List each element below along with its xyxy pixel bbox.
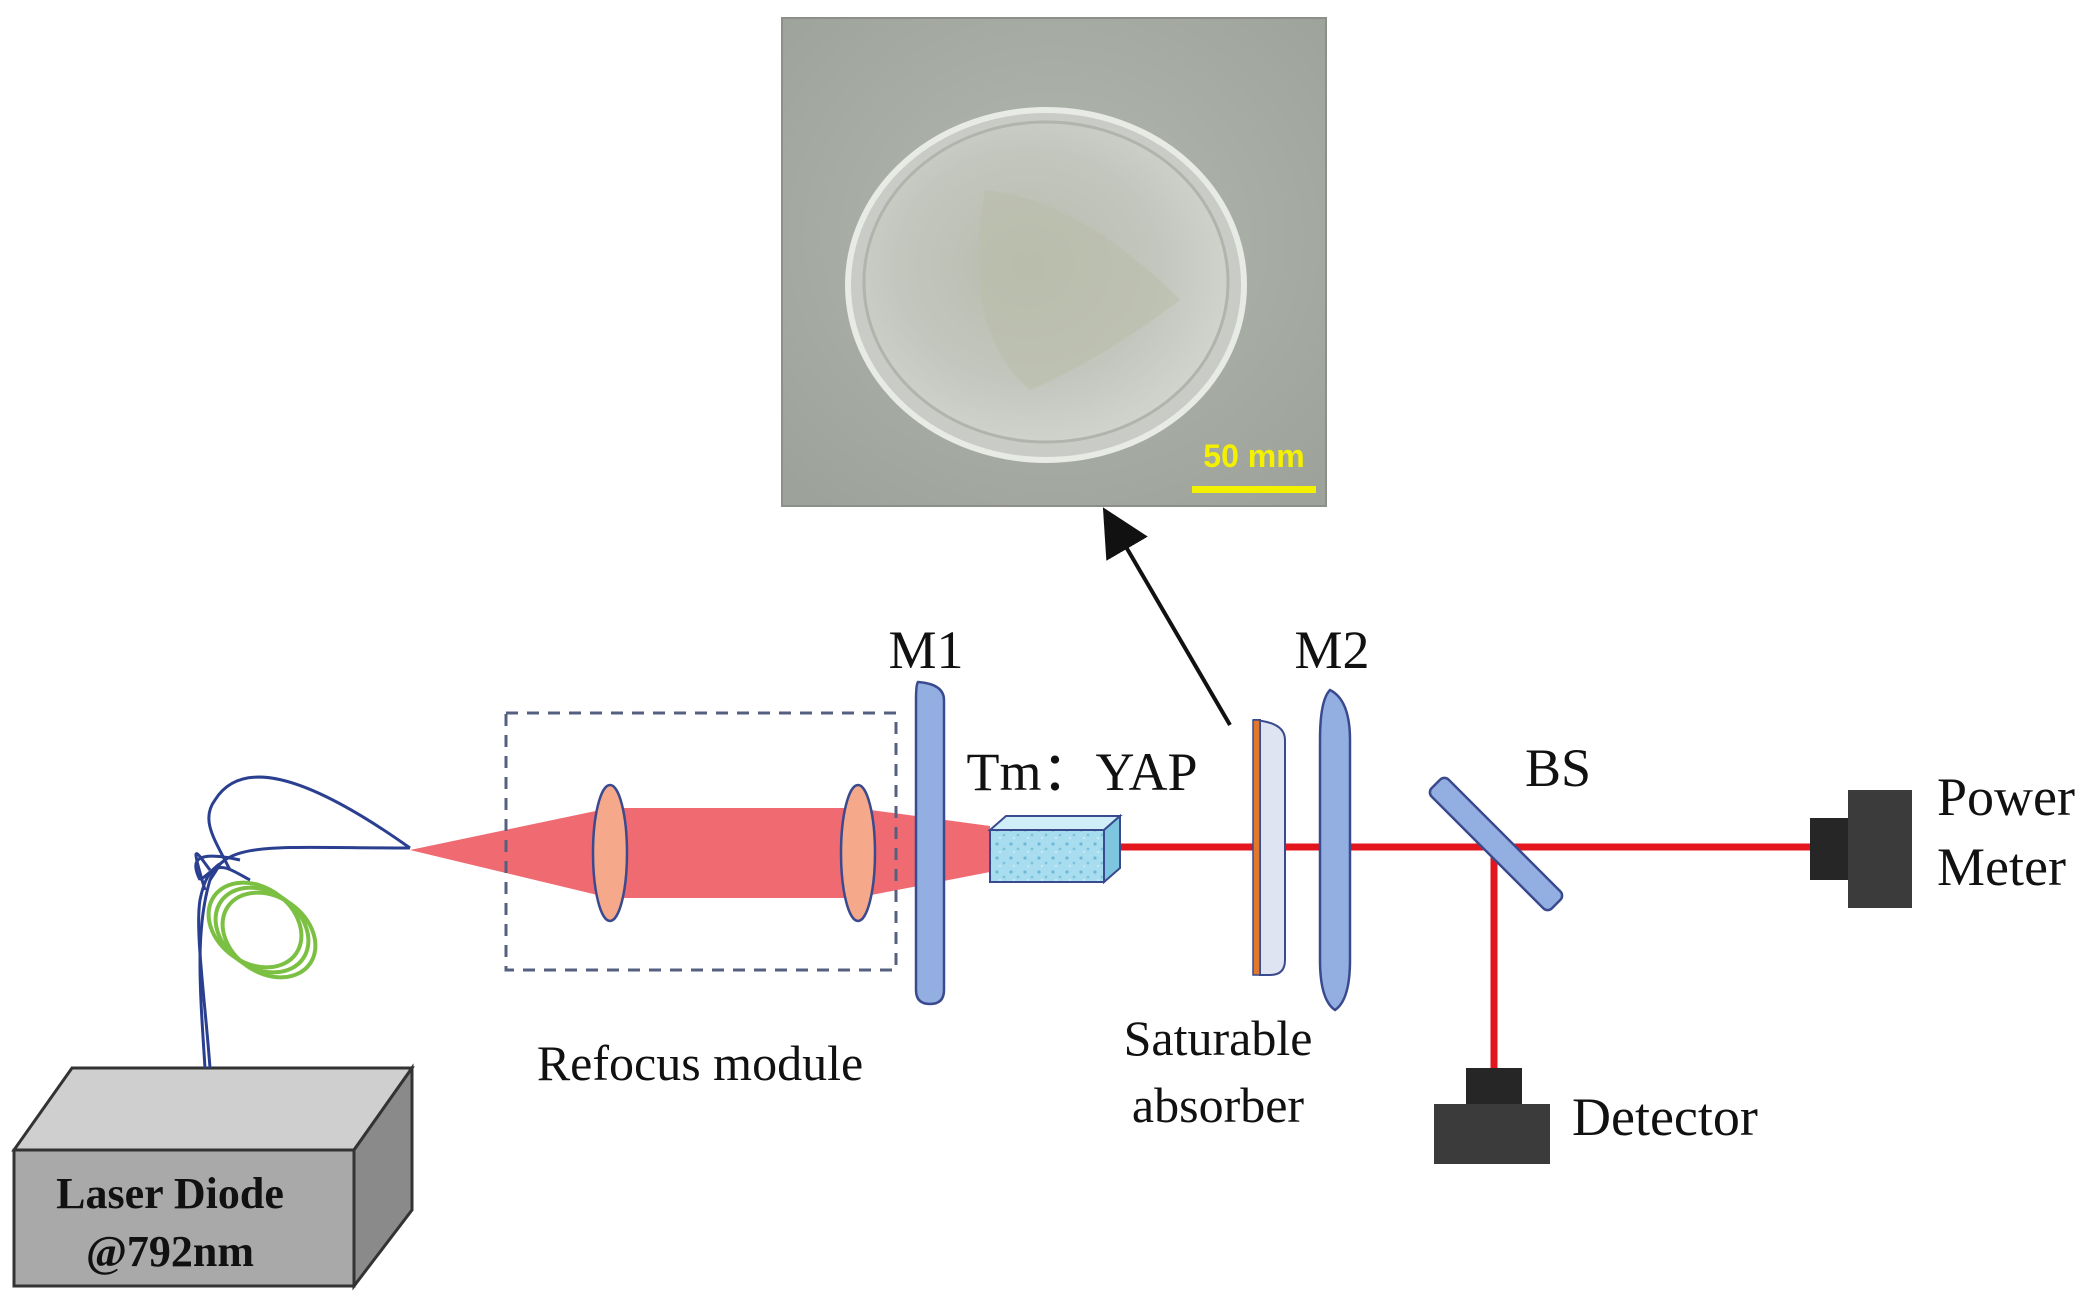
crystal-label: Tm：YAP <box>966 742 1197 802</box>
beam-splitter-label: BS <box>1525 738 1591 798</box>
lens-1 <box>591 783 629 923</box>
scale-bar <box>1192 486 1316 493</box>
fiber-coil <box>206 880 318 980</box>
laser-diode: Laser Diode @792nm <box>11 1063 415 1291</box>
power-meter-label-1: Power <box>1937 767 2075 827</box>
refocus-module-box <box>504 711 898 972</box>
fiber-to-beam <box>198 845 411 1069</box>
saturable-absorber <box>1252 719 1286 976</box>
detector-label: Detector <box>1572 1087 1758 1147</box>
beam-splitter <box>1428 776 1564 912</box>
laser-diode-label-1: Laser Diode <box>56 1169 284 1218</box>
sample-photo: 50 mm <box>781 17 1327 507</box>
scale-bar-label: 50 mm <box>1203 438 1304 474</box>
saturable-absorber-label-2: absorber <box>1132 1077 1304 1133</box>
crystal-tm-yap <box>987 813 1123 885</box>
power-meter <box>1810 790 1912 908</box>
saturable-absorber-label-1: Saturable <box>1124 1010 1313 1066</box>
mirror-m1 <box>914 680 946 1006</box>
mirror-m2 <box>1318 688 1352 1012</box>
power-meter-label-2: Meter <box>1937 837 2066 897</box>
detector <box>1434 1068 1550 1164</box>
laser-beam <box>1110 843 1810 1070</box>
mirror-m1-label: M1 <box>888 620 963 680</box>
pump-beam <box>410 808 990 898</box>
sample-film <box>978 190 1180 390</box>
laser-diode-label-2: @792nm <box>86 1227 254 1276</box>
optical-fiber <box>194 775 411 1069</box>
mirror-m2-label: M2 <box>1294 620 1369 680</box>
pointer-arrow <box>1102 507 1232 727</box>
refocus-module-label: Refocus module <box>537 1035 863 1091</box>
lens-2 <box>839 783 877 923</box>
